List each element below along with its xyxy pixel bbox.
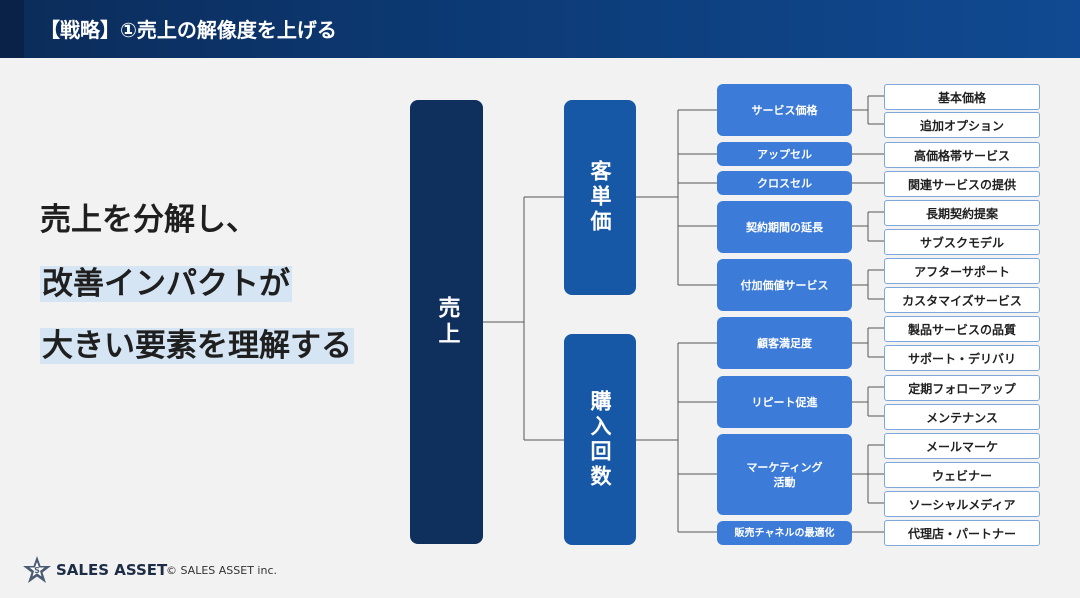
header-accent (0, 0, 24, 58)
node-repeat-promotion: リピート促進 (717, 376, 852, 428)
leaf-long-term-contract: 長期契約提案 (884, 200, 1040, 226)
leaf-base-price: 基本価格 (884, 84, 1040, 110)
node-cross-sell: クロスセル (717, 171, 852, 195)
leaf-after-support: アフターサポート (884, 258, 1040, 284)
leaf-premium-service: 高価格帯サービス (884, 142, 1040, 168)
leaf-webinar: ウェビナー (884, 462, 1040, 488)
page-title: 【戦略】①売上の解像度を上げる (40, 18, 337, 42)
tagline-line-2: 改善インパクトが (40, 266, 292, 302)
leaf-related-service: 関連サービスの提供 (884, 171, 1040, 197)
node-value-added-service: 付加価値サービス (717, 259, 852, 311)
leaf-regular-followup: 定期フォローアップ (884, 375, 1040, 401)
leaf-maintenance: メンテナンス (884, 404, 1040, 430)
node-contract-extension: 契約期間の延長 (717, 201, 852, 253)
node-channel-optimization: 販売チャネルの最適化 (717, 521, 852, 545)
footer-brand: SALES ASSET (56, 561, 168, 579)
node-branch-1: 客単価 (564, 100, 636, 295)
header-bar: 【戦略】①売上の解像度を上げる (0, 0, 1080, 58)
leaf-product-quality: 製品サービスの品質 (884, 316, 1040, 342)
leaf-additional-options: 追加オプション (884, 112, 1040, 138)
node-customer-satisfaction: 顧客満足度 (717, 317, 852, 369)
leaf-social-media: ソーシャルメディア (884, 491, 1040, 517)
root-node: 売上 (410, 100, 483, 544)
leaf-agency-partner: 代理店・パートナー (884, 520, 1040, 546)
node-service-price: サービス価格 (717, 84, 852, 136)
node-marketing: マーケティング 活動 (717, 434, 852, 515)
leaf-email-marketing: メールマーケ (884, 433, 1040, 459)
node-upsell: アップセル (717, 142, 852, 166)
leaf-subscription-model: サブスクモデル (884, 229, 1040, 255)
leaf-support-delivery: サポート・デリバリ (884, 345, 1040, 371)
svg-text:S: S (34, 566, 40, 575)
sales-asset-logo-icon: S (23, 556, 51, 583)
tagline-line-1: 売上を分解し、 (40, 202, 257, 238)
footer-copyright: © SALES ASSET inc. (166, 564, 277, 577)
tagline-line-3: 大きい要素を理解する (40, 328, 354, 364)
node-branch-2: 購入回数 (564, 334, 636, 545)
leaf-customization: カスタマイズサービス (884, 287, 1040, 313)
